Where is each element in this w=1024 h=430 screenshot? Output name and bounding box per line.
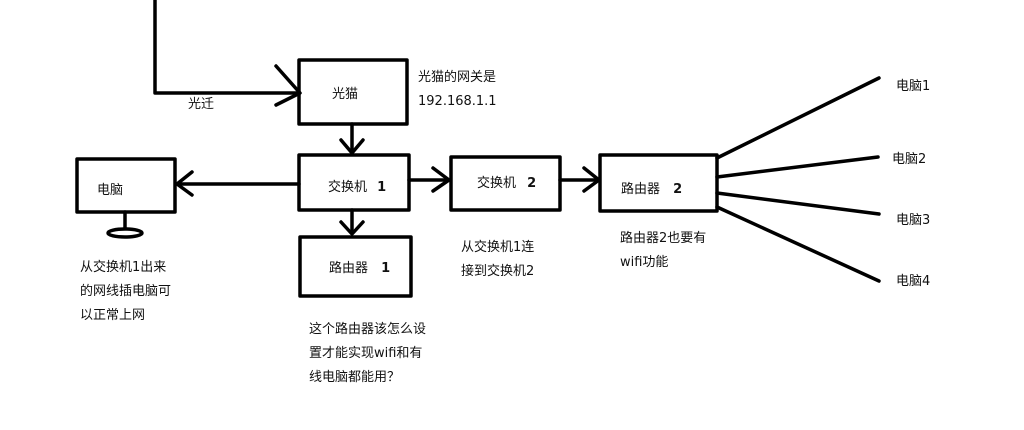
router1-name: 路由器 [329,261,369,276]
router2-to-pc3-line [715,191,881,216]
note-line: wifi功能 [620,255,669,270]
switch2-label: 交换机 2 [477,176,536,192]
switch1-to-switch2-arrowhead [431,166,451,193]
note-line: 置才能实现wifi和有 [309,346,423,361]
note-line: 以正常上网 [80,308,146,323]
fiber-line [153,0,300,95]
router2-box [598,153,719,213]
switch1-to-router1-arrowhead [339,220,365,236]
switch2-to-router2-arrowhead [582,166,601,193]
fiber-edge-label: 光迁 [188,97,215,112]
router2-number: 2 [673,182,683,197]
note-line: 光猫的网关是 [418,70,497,85]
modem-gateway-note: 光猫的网关是 192.168.1.1 [418,66,497,114]
switch1-number: 1 [377,180,387,195]
router2-to-pc1-line [715,76,881,160]
modem-to-switch1-arrowhead [339,138,365,155]
note-line: 接到交换机2 [461,264,535,279]
modem-label: 光猫 [332,87,359,102]
switch-link-note: 从交换机1连 接到交换机2 [461,236,534,284]
router1-box [298,235,413,298]
note-line: 线电脑都能用？ [309,370,401,385]
router2-to-pc2-line [715,155,880,179]
note-line: 路由器2也要有 [620,231,707,246]
router1-label: 路由器 1 [329,261,390,277]
switch2-box [449,155,562,212]
router2-note: 路由器2也要有 wifi功能 [620,227,706,275]
computer-2-label: 电脑2 [892,152,927,167]
switch1-to-pc-arrowhead [175,170,194,197]
note-line: 这个路由器该怎么设 [309,322,427,337]
router2-to-pc4-line [715,205,881,283]
pc-base [106,227,144,239]
computer-1-label: 电脑1 [896,79,931,94]
note-line: 192.168.1.1 [418,94,497,109]
switch1-name: 交换机 [328,180,368,195]
note-line: 的网线插电脑可 [80,284,172,299]
question-note: 这个路由器该怎么设 置才能实现wifi和有 线电脑都能用？ [309,318,426,390]
note-line: 从交换机1连 [461,240,535,255]
pc-note: 从交换机1出来 的网线插电脑可 以正常上网 [80,256,171,328]
switch1-label: 交换机 1 [328,180,386,196]
fiber-arrowhead [274,64,302,107]
router2-label: 路由器 2 [621,182,682,198]
router1-number: 1 [381,261,391,276]
computer-4-label: 电脑4 [896,274,931,289]
switch2-number: 2 [527,176,537,191]
switch2-name: 交换机 [477,176,517,191]
computer-3-label: 电脑3 [896,213,931,228]
pc-label: 电脑 [97,183,124,198]
note-line: 从交换机1出来 [80,260,167,275]
pc-monitor [75,157,177,214]
router2-name: 路由器 [621,182,661,197]
